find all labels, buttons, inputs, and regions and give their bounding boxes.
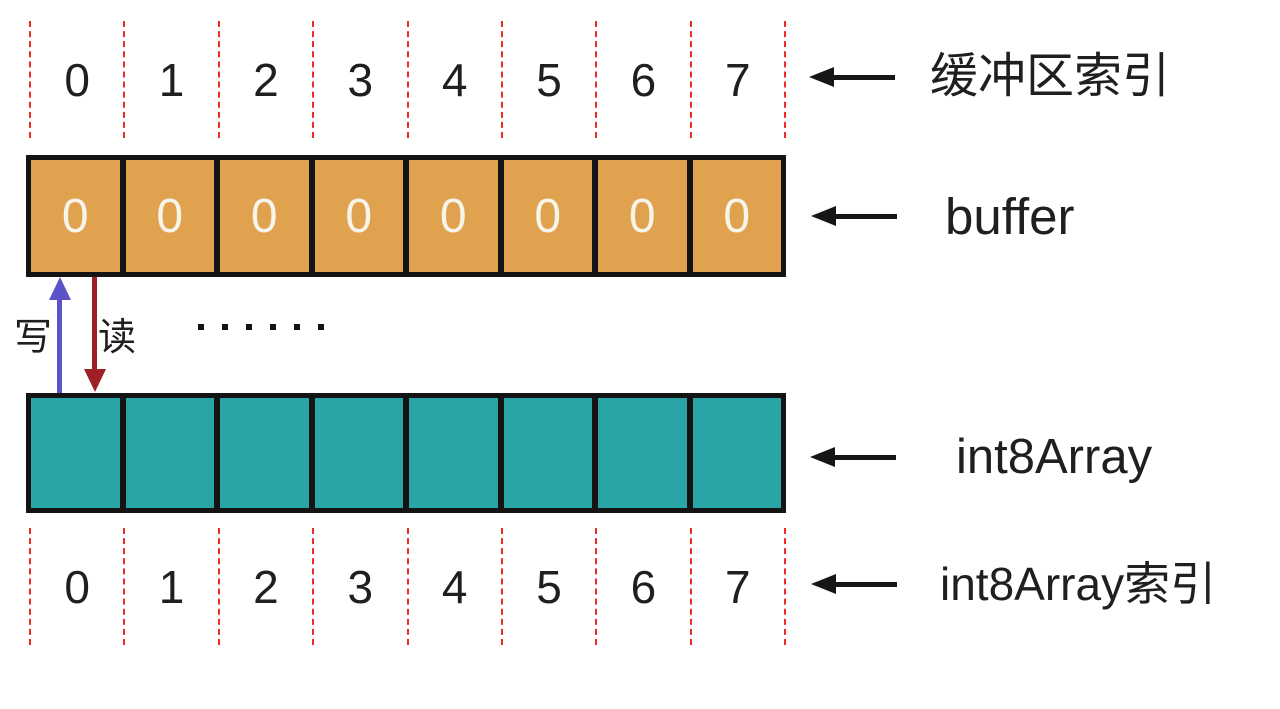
int8array-index-value: 4	[406, 528, 501, 645]
read-arrow-down-icon	[84, 369, 106, 392]
dot	[222, 324, 228, 330]
buffer-index-value: 3	[312, 21, 406, 138]
write-arrow-up-icon	[49, 277, 71, 300]
buffer-array: 0 0 0 0 0 0 0 0	[26, 155, 786, 277]
annotation-buffer-index: 缓冲区索引	[809, 53, 1170, 101]
dot	[270, 324, 276, 330]
buffer-cell: 0	[217, 157, 312, 275]
buffer-cell: 0	[28, 157, 123, 275]
buffer-cell: 0	[311, 157, 406, 275]
buffer-index-value: 7	[689, 21, 784, 138]
buffer-cell: 0	[689, 157, 784, 275]
annotation-label-buffer-index: 缓冲区索引	[930, 50, 1171, 103]
int8array-cell	[406, 395, 501, 511]
dot	[246, 324, 252, 330]
int8array-cell	[500, 395, 595, 511]
int8array-cell	[595, 395, 690, 511]
buffer-index-value: 1	[123, 21, 217, 138]
buffer-index-row: 0 1 2 3 4 5 6 7	[29, 21, 786, 138]
int8array-index-value: 3	[312, 528, 406, 645]
int8array-index-value: 5	[500, 528, 595, 645]
int8array-index-value: 6	[595, 528, 689, 645]
int8array-array	[26, 393, 786, 513]
int8array-index-value: 2	[217, 528, 312, 645]
buffer-index-value: 0	[29, 21, 123, 138]
int8array-cell	[122, 395, 217, 511]
buffer-index-value: 5	[500, 21, 595, 138]
read-label: 读	[98, 317, 137, 359]
dot	[198, 324, 204, 330]
buffer-cell: 0	[122, 157, 217, 275]
int8array-cell	[217, 395, 312, 511]
write-label: 写	[14, 317, 53, 359]
write-arrow-shaft	[57, 299, 62, 393]
int8array-cell	[311, 395, 406, 511]
annotation-int8array: int8Array	[810, 429, 1153, 484]
left-arrow-icon	[811, 206, 897, 226]
dot	[294, 324, 300, 330]
buffer-index-value: 4	[406, 21, 501, 138]
int8array-cell	[28, 395, 123, 511]
int8array-index-value: 1	[123, 528, 217, 645]
buffer-cell: 0	[500, 157, 595, 275]
left-arrow-icon	[811, 574, 897, 594]
annotation-int8array-index: int8Array索引	[811, 560, 1216, 608]
buffer-cell: 0	[406, 157, 501, 275]
annotation-label-int8array-index: int8Array索引	[940, 558, 1217, 610]
buffer-cell: 0	[595, 157, 690, 275]
left-arrow-icon	[810, 447, 896, 467]
int8array-index-value: 7	[689, 528, 784, 645]
annotation-label-int8array: int8Array	[956, 429, 1153, 484]
annotation-buffer: buffer	[811, 187, 1075, 245]
ellipsis-dots	[198, 324, 324, 330]
int8array-index-row: 0 1 2 3 4 5 6 7	[29, 528, 786, 645]
annotation-label-buffer: buffer	[945, 187, 1075, 245]
left-arrow-icon	[809, 67, 895, 87]
read-arrow-shaft	[92, 277, 97, 371]
buffer-index-value: 2	[217, 21, 312, 138]
int8array-index-value: 0	[29, 528, 123, 645]
dot	[318, 324, 324, 330]
int8array-cell	[689, 395, 784, 511]
buffer-index-value: 6	[595, 21, 689, 138]
